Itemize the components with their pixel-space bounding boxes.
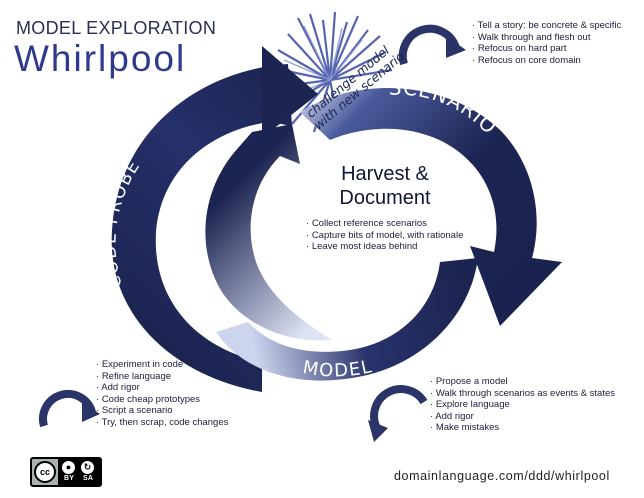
inner-swirl	[205, 124, 332, 341]
list-item: Add rigor	[430, 411, 615, 423]
attribution-person-icon: ●	[62, 461, 75, 474]
subtitle-model-exploration: MODEL EXPLORATION	[16, 18, 217, 38]
list-item: Refine language	[96, 371, 228, 383]
list-item: Walk through and flesh out	[472, 32, 621, 44]
center-heading: Harvest & Document	[320, 162, 450, 210]
scenario-arc	[300, 88, 562, 326]
small-cycle-arrow-scenario	[398, 24, 466, 66]
center-list: Collect reference scenarios Capture bits…	[306, 218, 464, 253]
footer-url-link[interactable]: domainlanguage.com/ddd/whirlpool	[394, 469, 610, 483]
list-item: Refocus on core domain	[472, 55, 621, 67]
list-item: Add rigor	[96, 382, 228, 394]
list-item: Collect reference scenarios	[306, 218, 463, 230]
center-heading-line1: Harvest &	[341, 163, 429, 185]
list-item: Tell a story: be concrete & specific	[472, 20, 622, 32]
list-item: Explore language	[430, 399, 615, 411]
code-probe-arrowhead	[262, 46, 318, 138]
cc-license-badge[interactable]: cc ● ↻ BY SA	[30, 457, 102, 487]
scenario-list: Tell a story: be concrete & specific Wal…	[472, 20, 622, 67]
list-item: Experiment in code	[96, 359, 228, 371]
list-item: Walk through scenarios as events & state…	[430, 388, 615, 400]
cc-sa-label: SA	[83, 475, 94, 482]
share-alike-icon: ↻	[81, 461, 94, 474]
code-probe-list: Experiment in code Refine language Add r…	[96, 359, 228, 429]
cc-logo-icon: cc	[34, 461, 56, 483]
small-cycle-arrow-code	[39, 390, 100, 428]
small-cycle-arrow-model	[368, 385, 428, 442]
list-item: Code cheap prototypes	[96, 394, 228, 406]
cc-by-label: BY	[64, 475, 75, 482]
title-whirlpool: Whirlpool	[14, 38, 187, 79]
list-item: Script a scenario	[96, 405, 228, 417]
model-arc	[216, 258, 478, 381]
cc-attribution-strip: ● ↻ BY SA	[58, 459, 100, 485]
list-item: Capture bits of model, with rationale	[306, 230, 464, 242]
list-item: Leave most ideas behind	[306, 241, 463, 253]
list-item: Try, then scrap, code changes	[96, 417, 229, 429]
list-item: Make mistakes	[430, 422, 615, 434]
code-probe-arc	[111, 64, 292, 392]
list-item: Propose a model	[430, 376, 615, 388]
model-list: Propose a model Walk through scenarios a…	[430, 376, 615, 434]
list-item: Refocus on hard part	[472, 43, 621, 55]
center-heading-line2: Document	[339, 187, 431, 209]
